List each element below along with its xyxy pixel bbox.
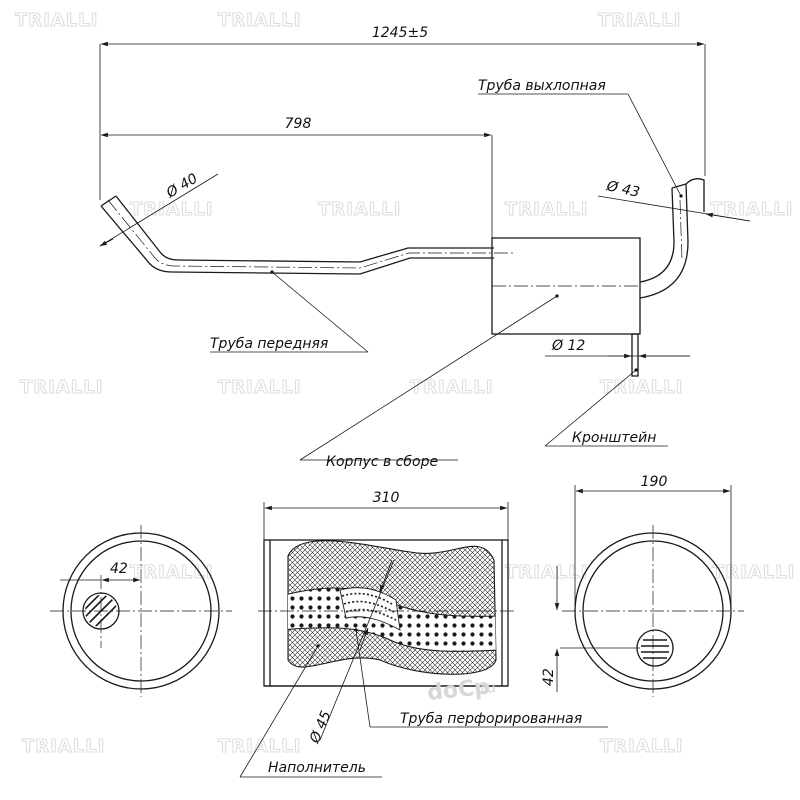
perforated-pipe-label: Труба перфорированная: [400, 711, 582, 727]
overlay-logo: doCp .ru: [426, 675, 497, 706]
inlet-diameter-arrow: [99, 238, 114, 247]
assembly-view: [100, 178, 705, 377]
assembly-dimensions: 1245±5 798 Ø 40 Ø 43 Ø 12: [99, 25, 751, 359]
tail-pipe-outer: [639, 183, 689, 299]
tail-pipe-axis: [679, 199, 683, 261]
body-length-label: 310: [373, 490, 400, 506]
watermark-text: TRIALLI: [218, 377, 301, 398]
watermark-layer: TRIALLI TRIALLI TRIALLI TRIALLI TRIALLI …: [15, 10, 795, 758]
exhaust-pipe-leader: [627, 93, 682, 197]
outlet-diameter-label: Ø 43: [604, 178, 641, 201]
section-view: 310: [258, 490, 514, 687]
perforated-diameter-arrow-bottom: [359, 627, 369, 651]
watermark-text: TRIALLI: [712, 562, 795, 583]
front-length-label: 798: [285, 116, 312, 132]
bracket-leader: [544, 369, 637, 447]
outlet-diameter-arrow: [705, 212, 751, 222]
leader-dot: [270, 270, 274, 274]
pipe-bend-section: [339, 587, 401, 631]
right-end-pipe-hatch: [641, 639, 669, 659]
front-pipe-label: Труба передняя: [210, 336, 328, 352]
leader-dot: [555, 294, 559, 298]
tail-pipe-tip: [685, 178, 705, 212]
section-callouts: Ø 45 Труба перфорированная Наполнитель: [239, 559, 608, 778]
right-end-view: 190 42: [541, 474, 744, 697]
front-pipe-inner: [115, 195, 494, 263]
filler-label: Наполнитель: [268, 760, 366, 776]
watermark-text: TRIALLI: [20, 377, 103, 398]
leader-dot: [634, 368, 638, 372]
filler-leader: [239, 645, 319, 778]
body-assembly-label: Корпус в сборе: [326, 454, 438, 470]
bracket: [631, 333, 639, 377]
overall-length-label: 1245±5: [372, 25, 428, 41]
perforated-diameter-label: Ø 45: [307, 709, 335, 747]
inlet-diameter-leader: [99, 173, 219, 247]
front-pipe-leader: [271, 271, 369, 353]
bracket-diameter-label: Ø 12: [551, 338, 585, 354]
watermark-text: TRIALLI: [218, 736, 301, 757]
right-offset-label: 42: [541, 668, 557, 686]
leader-dot: [679, 194, 683, 198]
body-assembly-leader: [299, 295, 558, 461]
leader-dot: [316, 644, 320, 648]
watermark-text: TRIALLI: [218, 10, 301, 31]
body-height-label: 190: [641, 474, 668, 490]
watermark-text: TRIALLI: [318, 199, 401, 220]
assembly-callouts: Труба выхлопная Труба передняя Корпус в …: [210, 78, 683, 470]
tail-pipe-end: [671, 183, 687, 189]
left-end-view: 42: [50, 525, 232, 697]
watermark-text: TRIALLI: [130, 562, 213, 583]
watermark-text: TRIALLI: [505, 562, 588, 583]
exhaust-pipe-label: Труба выхлопная: [478, 78, 606, 94]
watermark-text: TRIALLI: [15, 10, 98, 31]
front-pipe: [100, 205, 494, 275]
front-pipe-axis: [107, 199, 515, 269]
bracket-label: Кронштейн: [572, 430, 656, 446]
inlet-diameter-label: Ø 40: [163, 171, 201, 202]
perforated-pipe-leader: [355, 629, 371, 728]
watermark-text: TRIALLI: [410, 377, 493, 398]
left-offset-label: 42: [110, 561, 128, 577]
watermark-text: TRIALLI: [600, 377, 683, 398]
tail-pipe-inner: [639, 187, 675, 283]
leader-dot: [354, 628, 358, 632]
watermark-text: TRIALLI: [22, 736, 105, 757]
watermark-text: TRIALLI: [598, 10, 681, 31]
right-end-pipe-hole: [636, 629, 674, 667]
perforated-diameter-arrow-top: [379, 559, 393, 593]
watermark-text: TRIALLI: [710, 199, 793, 220]
overlay-logo-suffix: .ru: [475, 678, 497, 698]
watermark-text: TRIALLI: [505, 199, 588, 220]
watermark-text: TRIALLI: [600, 736, 683, 757]
